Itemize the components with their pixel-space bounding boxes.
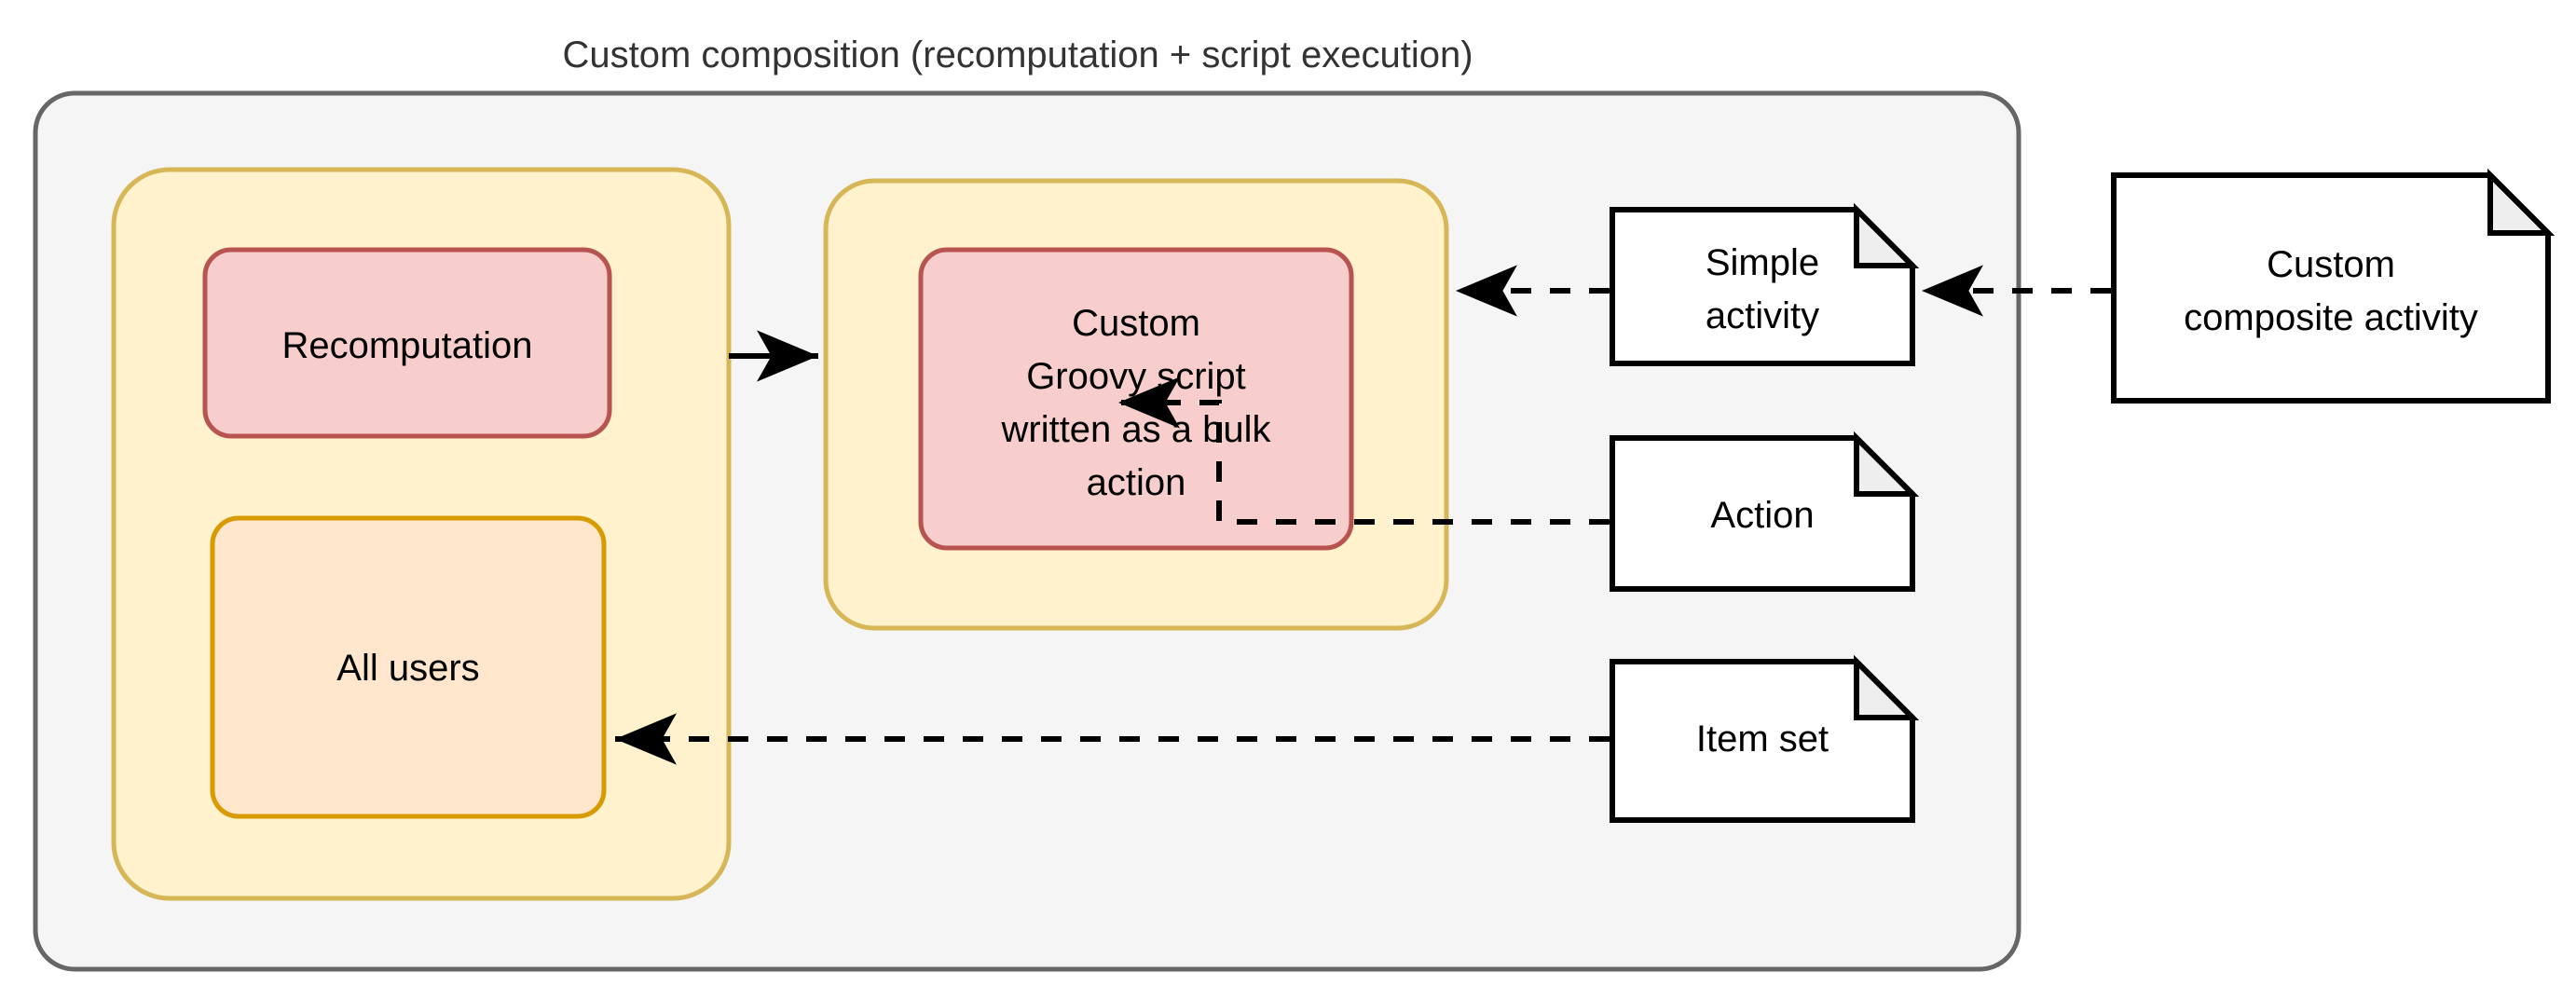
note-simple-activity-line-2: activity [1706, 295, 1819, 336]
node-groovy-script-line-4: action [1087, 462, 1186, 503]
node-groovy-script-line-3: written as a bulk [1000, 409, 1271, 450]
note-action-body [1610, 435, 1915, 592]
note-custom-composite-activity-line-1: Custom [2267, 244, 2395, 285]
note-action-fold [1854, 431, 1920, 497]
diagram-title: Custom composition (recomputation + scri… [562, 34, 1473, 75]
node-all-users-label: All users [336, 648, 479, 689]
node-groovy-script-line-1: Custom [1072, 303, 1200, 344]
node-groovy-script[interactable] [918, 247, 1354, 551]
node-recomputation[interactable] [202, 247, 612, 439]
note-simple-activity-line-1: Simple [1706, 242, 1819, 283]
edge-action-to-groovy-script [1118, 376, 1610, 525]
note-item-set-label: Item set [1696, 718, 1829, 760]
note-custom-composite-activity-body [2111, 172, 2551, 404]
node-recomputation-label: Recomputation [281, 325, 532, 366]
node-groovy-script-line-2: Groovy script [1026, 356, 1246, 397]
note-action-label: Action [1710, 495, 1814, 536]
note-item-set-body [1610, 659, 1915, 823]
note-simple-activity-body [1610, 207, 1915, 366]
node-all-users[interactable] [210, 515, 607, 819]
note-action[interactable]: Action [1610, 431, 1920, 592]
note-item-set-fold [1854, 654, 1920, 720]
note-simple-activity-fold [1854, 202, 1920, 268]
note-custom-composite-activity[interactable]: Custom composite activity [2111, 168, 2555, 404]
note-simple-activity[interactable]: Simple activity [1610, 202, 1920, 366]
note-custom-composite-activity-fold [2487, 168, 2555, 236]
note-custom-composite-activity-line-2: composite activity [2184, 297, 2478, 338]
note-item-set[interactable]: Item set [1610, 654, 1920, 823]
